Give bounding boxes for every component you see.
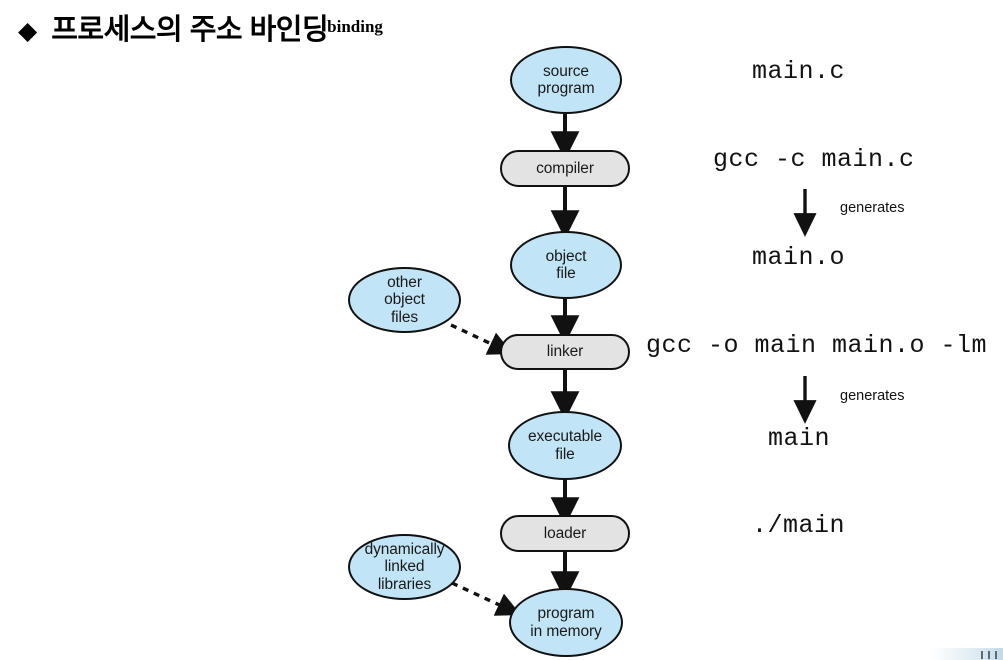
node-dll-line1: dynamically (364, 540, 445, 558)
node-loader[interactable]: loader (500, 515, 630, 552)
page-title-superscript: binding (327, 17, 383, 36)
slide-corner-artifact (931, 648, 1003, 660)
generates-label-1: generates (840, 200, 905, 216)
node-other-object-files[interactable]: other object files (348, 267, 461, 333)
node-dll-line3: libraries (377, 575, 432, 593)
bullet-diamond-icon: ◆ (18, 17, 38, 45)
node-executable-file-line1: executable (528, 428, 602, 446)
node-linker-label: linker (546, 343, 584, 361)
node-source-program-line2: program (537, 80, 595, 97)
node-other-object-files-line2: object (384, 291, 425, 309)
node-dynamically-linked-libraries[interactable]: dynamically linked libraries (348, 534, 461, 600)
generates-label-2: generates (840, 388, 905, 404)
node-object-file-line1: object (545, 247, 587, 265)
node-other-object-files-line3: files (390, 308, 419, 326)
node-executable-file[interactable]: executable file (508, 411, 622, 480)
code-run-main: ./main (752, 511, 846, 540)
code-gcc-link: gcc -o main main.o -lm (646, 331, 988, 360)
node-object-file[interactable]: object file (510, 231, 622, 299)
code-main-o: main.o (752, 243, 846, 272)
edge-other-object-files-to-linker (450, 323, 513, 355)
page-title-text: 프로세스의 주소 바인딩 (51, 14, 329, 46)
node-compiler[interactable]: compiler (500, 150, 630, 187)
node-program-in-memory[interactable]: program in memory (509, 588, 623, 657)
code-gcc-compile: gcc -c main.c (713, 145, 915, 174)
node-program-in-memory-line1: program (537, 605, 595, 623)
page-title: ◆ 프로세스의 주소 바인딩 binding (18, 6, 384, 48)
node-source-program[interactable]: source program (510, 46, 622, 114)
node-source-program-line1: source (543, 62, 589, 80)
code-main: main (768, 424, 831, 453)
edge-dll-to-program-in-memory (451, 581, 521, 616)
node-loader-label: loader (543, 524, 587, 542)
node-object-file-line2: file (556, 265, 576, 282)
node-executable-file-line2: file (555, 445, 575, 463)
node-linker[interactable]: linker (500, 334, 630, 370)
node-dll-line2: linked (384, 558, 425, 576)
node-other-object-files-line1: other (387, 273, 422, 291)
node-compiler-label: compiler (536, 159, 594, 177)
node-program-in-memory-line2: in memory (530, 622, 602, 640)
code-main-c: main.c (752, 57, 846, 86)
